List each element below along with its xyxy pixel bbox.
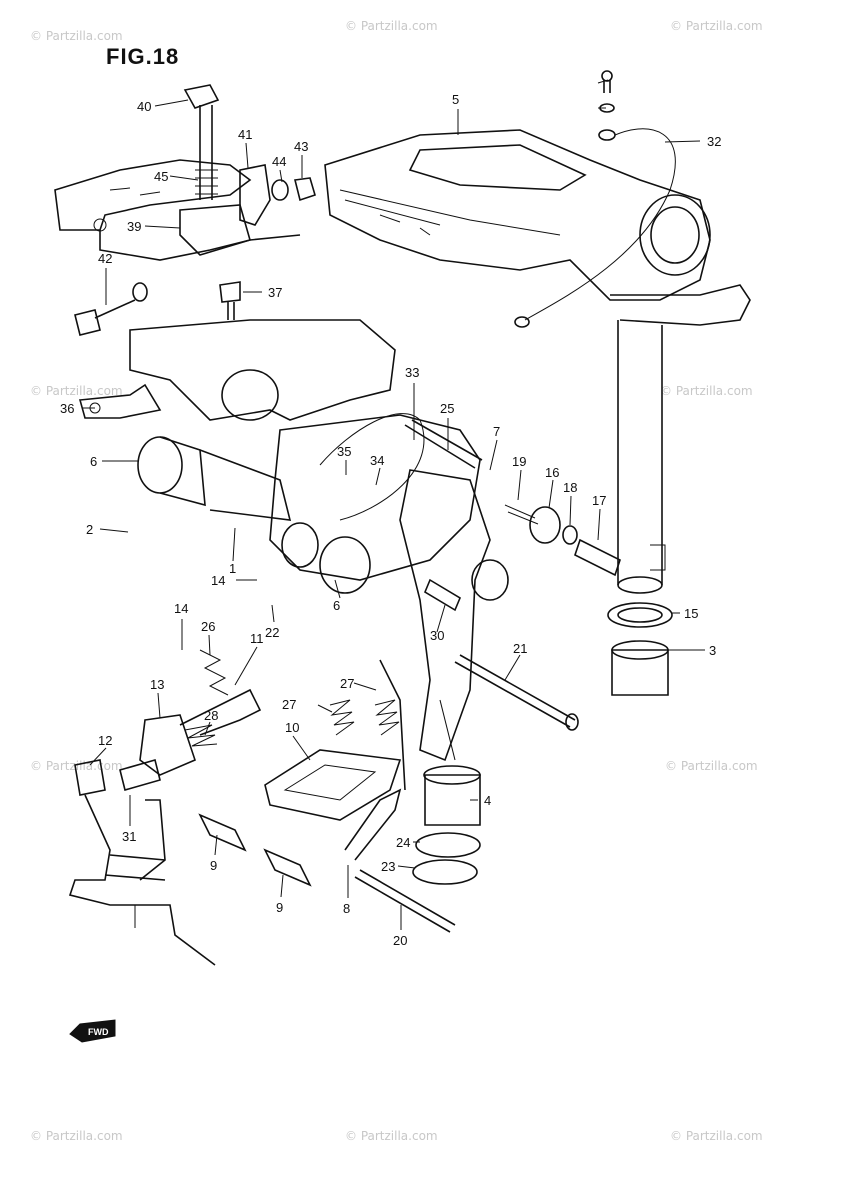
bushing-6-left bbox=[137, 436, 292, 521]
tilt-lock-pin-assembly bbox=[74, 84, 316, 336]
callout-41: 41 bbox=[238, 127, 252, 142]
watermark: © Partzilla.com bbox=[30, 29, 123, 43]
callout-37: 37 bbox=[268, 285, 282, 300]
fwd-label: FWD bbox=[88, 1027, 109, 1037]
watermark: © Partzilla.com bbox=[30, 1129, 123, 1143]
wire-33 bbox=[319, 413, 425, 521]
callout-34: 34 bbox=[370, 453, 384, 468]
leader-lines bbox=[82, 79, 705, 930]
callout-33: 33 bbox=[405, 365, 419, 380]
callout-15: 15 bbox=[684, 606, 698, 621]
callout-3: 3 bbox=[709, 643, 716, 658]
callout-42: 42 bbox=[98, 251, 112, 266]
callout-16: 16 bbox=[545, 465, 559, 480]
link-rod-8 bbox=[344, 659, 406, 861]
callout-45: 45 bbox=[154, 169, 168, 184]
callout-21: 21 bbox=[513, 641, 527, 656]
callout-25: 25 bbox=[440, 401, 454, 416]
swivel-housing bbox=[399, 469, 491, 762]
callout-31: 31 bbox=[122, 829, 136, 844]
callout-1: 1 bbox=[229, 561, 236, 576]
callout-8: 8 bbox=[343, 901, 350, 916]
watermark: © Partzilla.com bbox=[345, 19, 438, 33]
pins bbox=[354, 419, 579, 933]
callout-28: 28 bbox=[204, 708, 218, 723]
callout-13: 13 bbox=[150, 677, 164, 692]
callout-22: 22 bbox=[265, 625, 279, 640]
callout-17: 17 bbox=[592, 493, 606, 508]
callout-18: 18 bbox=[563, 480, 577, 495]
callout-24: 24 bbox=[396, 835, 410, 850]
callout-27: 27 bbox=[282, 697, 296, 712]
callout-6b: 6 bbox=[333, 598, 340, 613]
callout-20: 20 bbox=[393, 933, 407, 948]
callout-40: 40 bbox=[137, 99, 151, 114]
top-hardware bbox=[599, 70, 615, 113]
callout-26: 26 bbox=[201, 619, 215, 634]
callout-9: 9 bbox=[210, 858, 217, 873]
callout-labels: 40 41 44 43 45 39 42 37 36 6 2 1 14 22 3… bbox=[60, 92, 721, 948]
callout-6: 6 bbox=[90, 454, 97, 469]
watermark: © Partzilla.com bbox=[670, 1129, 763, 1143]
swivel-bracket bbox=[324, 129, 751, 326]
callout-19: 19 bbox=[512, 454, 526, 469]
callout-44: 44 bbox=[272, 154, 286, 169]
callout-23: 23 bbox=[381, 859, 395, 874]
watermark: © Partzilla.com bbox=[660, 384, 753, 398]
callout-27b: 27 bbox=[340, 676, 354, 691]
clamp-body bbox=[269, 414, 509, 601]
rollers-9 bbox=[198, 813, 312, 887]
stern-bracket bbox=[78, 319, 396, 421]
callout-7: 7 bbox=[493, 424, 500, 439]
ground-wire bbox=[514, 128, 676, 328]
callout-12: 12 bbox=[98, 733, 112, 748]
watermark: © Partzilla.com bbox=[345, 1129, 438, 1143]
callout-11: 11 bbox=[250, 631, 264, 646]
bushing-4-rings bbox=[412, 765, 481, 885]
callout-32: 32 bbox=[707, 134, 721, 149]
watermarks: © Partzilla.com © Partzilla.com © Partzi… bbox=[30, 19, 763, 1143]
fwd-arrow-icon: FWD bbox=[69, 1019, 116, 1043]
adjust-screw-set bbox=[504, 504, 621, 577]
ring-and-bushing-3 bbox=[607, 602, 673, 696]
figure-title: FIG.18 bbox=[106, 44, 180, 69]
plate-10 bbox=[264, 749, 402, 821]
upper-clamp-bracket bbox=[54, 159, 301, 261]
callout-36: 36 bbox=[60, 401, 74, 416]
springs bbox=[184, 649, 400, 747]
callout-14b: 14 bbox=[174, 601, 188, 616]
watermark: © Partzilla.com bbox=[30, 759, 123, 773]
callout-43: 43 bbox=[294, 139, 308, 154]
watermark: © Partzilla.com bbox=[665, 759, 758, 773]
callout-5: 5 bbox=[452, 92, 459, 107]
callout-9b: 9 bbox=[276, 900, 283, 915]
callout-14: 14 bbox=[211, 573, 225, 588]
watermark: © Partzilla.com bbox=[670, 19, 763, 33]
watermark: © Partzilla.com bbox=[30, 384, 123, 398]
callout-30: 30 bbox=[430, 628, 444, 643]
callout-2: 2 bbox=[86, 522, 93, 537]
steering-tube bbox=[617, 320, 666, 594]
callout-10: 10 bbox=[285, 720, 299, 735]
callout-35: 35 bbox=[337, 444, 351, 459]
bolt-37 bbox=[219, 281, 241, 320]
callout-39: 39 bbox=[127, 219, 141, 234]
tilt-lever-assembly bbox=[68, 688, 262, 966]
callout-4: 4 bbox=[484, 793, 491, 808]
